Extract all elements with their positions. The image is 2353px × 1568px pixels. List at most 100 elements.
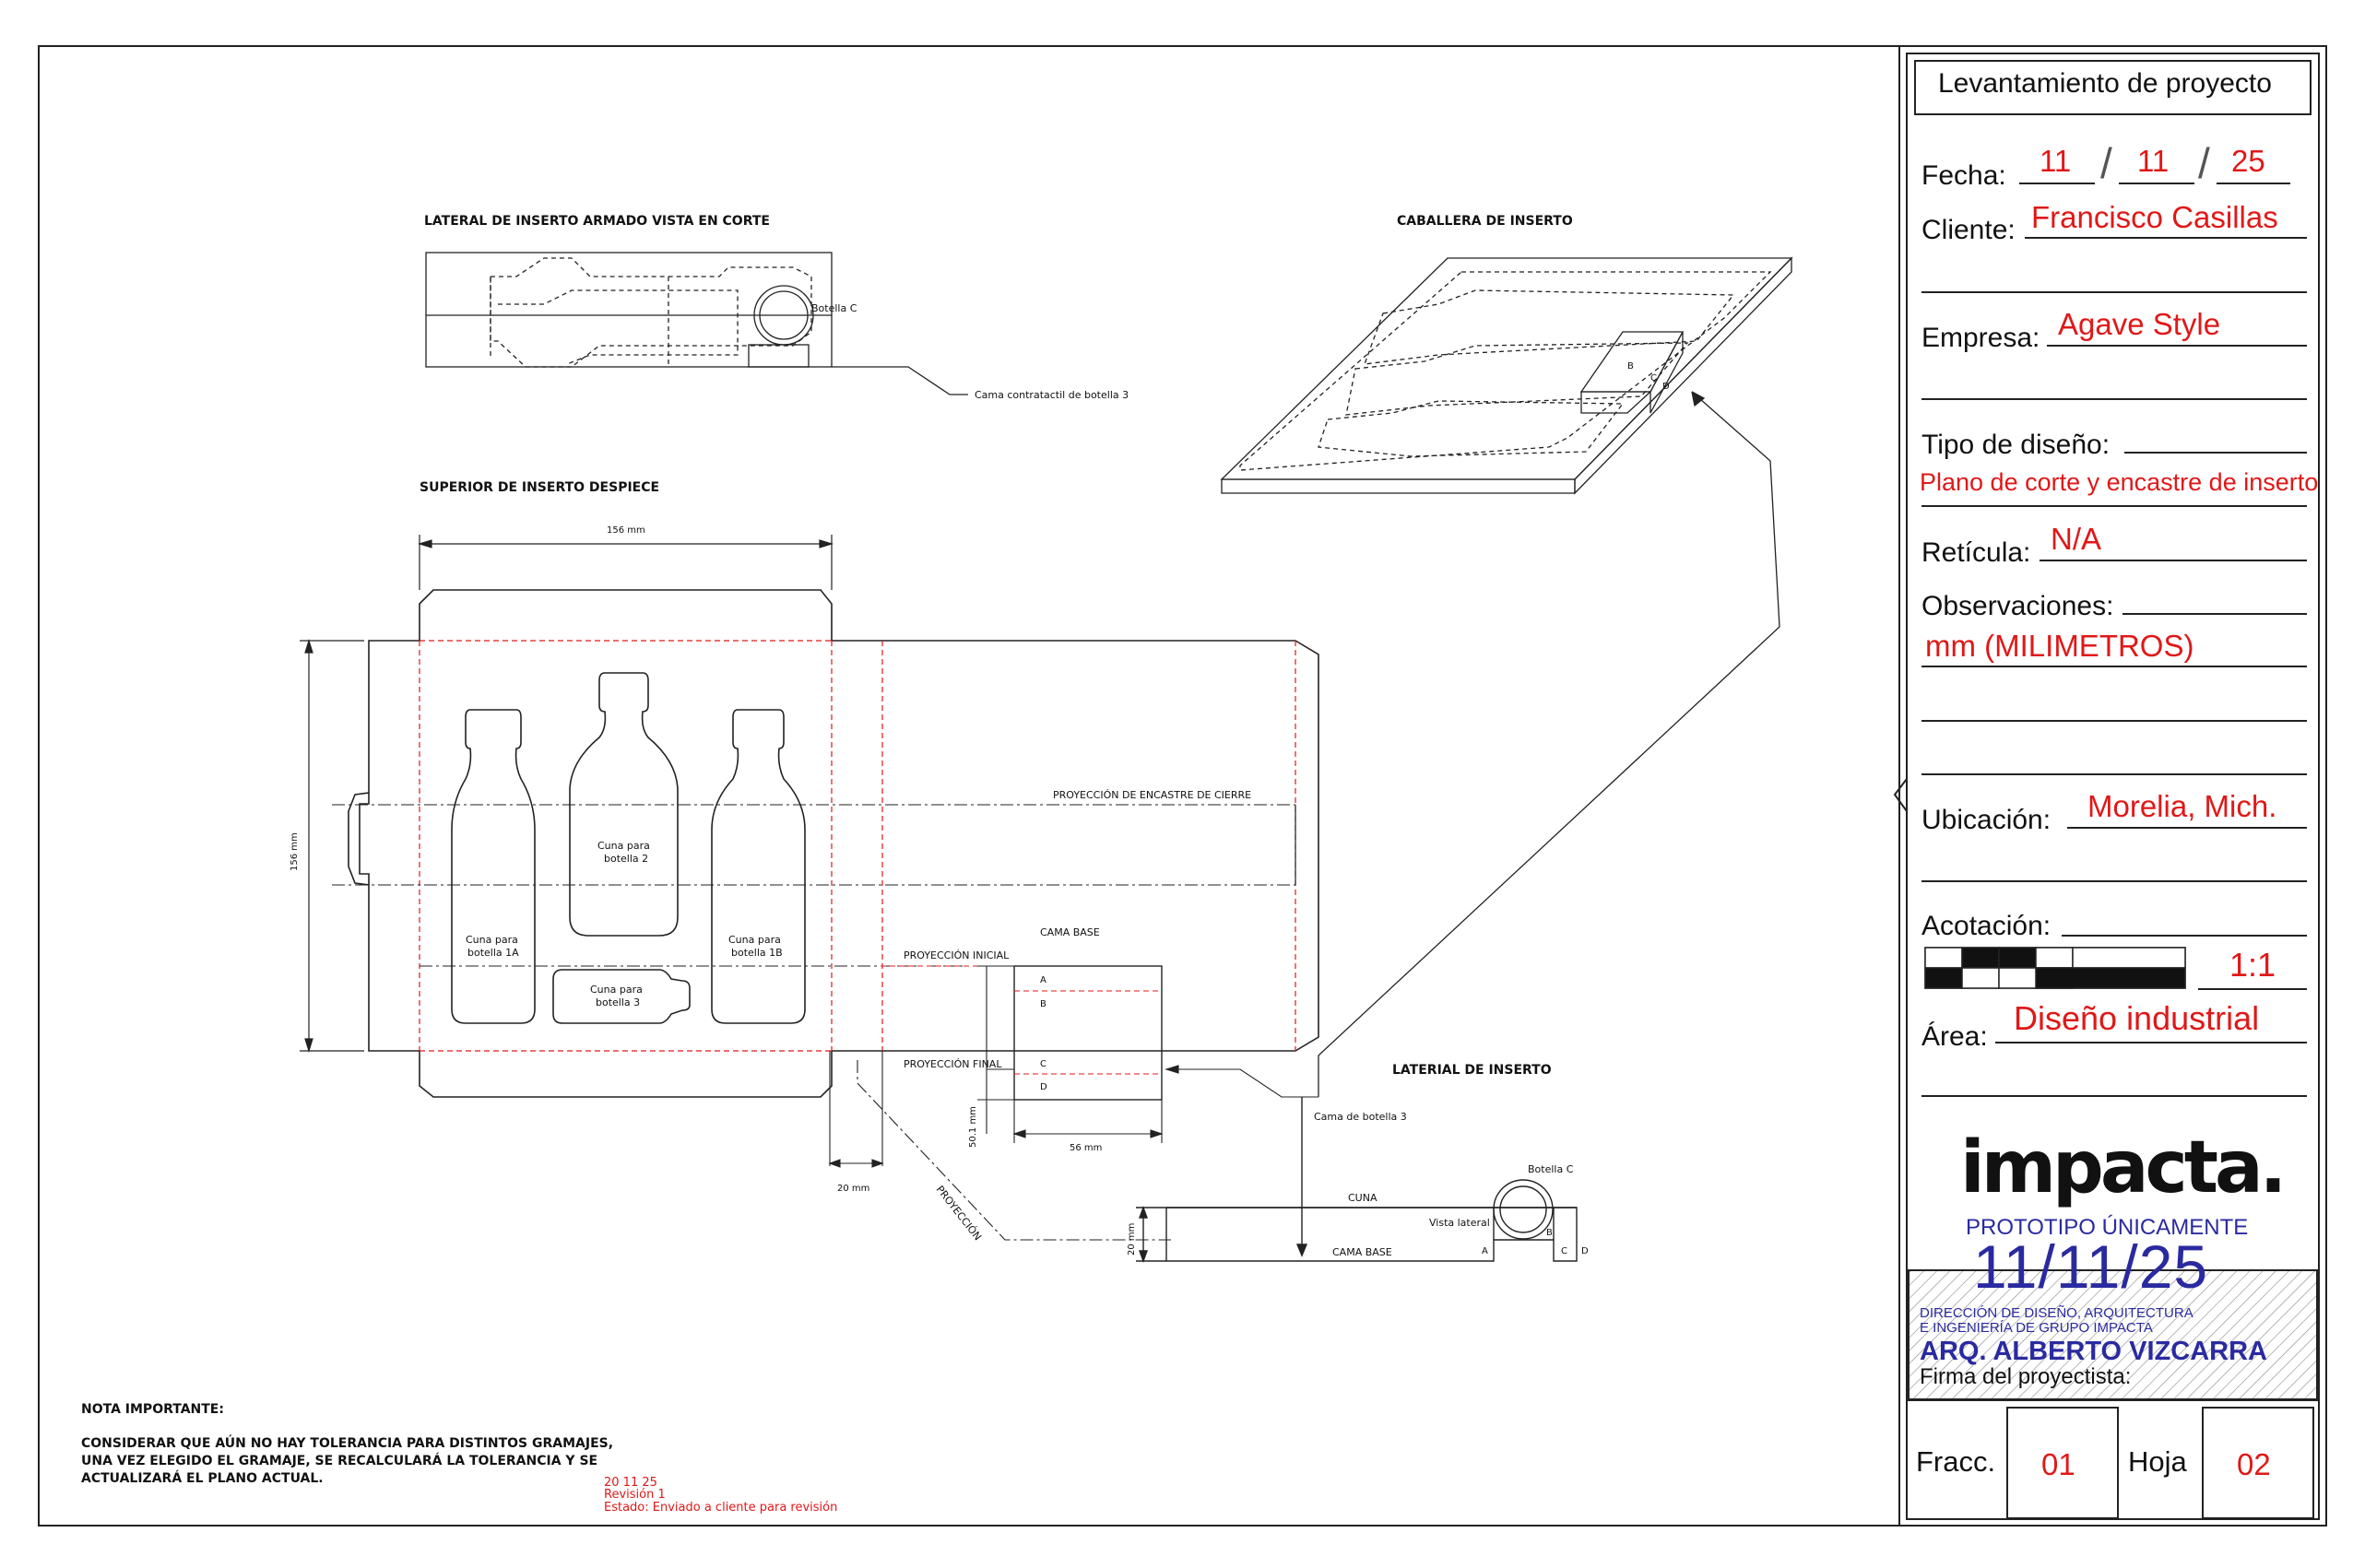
blank-line-1	[1921, 291, 2307, 293]
title-block-frame	[1893, 45, 2327, 1527]
label-vista-lateral: Vista lateral	[1429, 1217, 1490, 1229]
firma-label: Firma del proyectista:	[1920, 1364, 2132, 1389]
cliente-value: Francisco Casillas	[2031, 200, 2278, 234]
ubicacion-label: Ubicación:	[1921, 805, 2051, 835]
fracc-box	[2006, 1407, 2119, 1519]
ubicacion-value: Morelia, Mich.	[2087, 789, 2277, 823]
obs-line-3	[1921, 720, 2307, 722]
projection-diagonal	[857, 1060, 1171, 1241]
obs-line-4	[1921, 773, 2307, 775]
label-cama-base-2: CAMA BASE	[1332, 1246, 1392, 1258]
label-cuna-2-l1: Cuna para	[597, 840, 650, 852]
note-line-1: CONSIDERAR QUE AÚN NO HAY TOLERANCIA PAR…	[81, 1434, 613, 1451]
reticula-label: Retícula:	[1921, 537, 2031, 568]
dim-top-text: 156 mm	[607, 525, 645, 536]
revision-date: 20 11 25	[604, 1476, 657, 1490]
label-lat-a: A	[1482, 1246, 1488, 1256]
hoja-value: 02	[2237, 1447, 2271, 1481]
label-lat-b: B	[1546, 1228, 1553, 1238]
label-cab-d: D	[1662, 382, 1670, 392]
empresa-value: Agave Style	[2058, 307, 2221, 341]
cama-base-piece	[1013, 965, 1163, 1101]
lateral-view	[1136, 1097, 1578, 1264]
note-title: NOTA IMPORTANTE:	[81, 1402, 224, 1417]
area-value: Diseño industrial	[2014, 999, 2260, 1037]
label-cama-contratactil: Cama contratactil de botella 3	[975, 389, 1129, 401]
label-cuna-3-l1: Cuna para	[590, 984, 643, 996]
fecha-line-3	[2217, 183, 2290, 184]
cradle-bottle-2	[569, 672, 679, 937]
revision-number: Revisión 1	[604, 1488, 666, 1502]
section-title-lateral: LATERIAL DE INSERTO	[1392, 1063, 1552, 1078]
dim-lateral-height: 20 mm	[1127, 1223, 1137, 1256]
note-line-2: UNA VEZ ELEGIDO EL GRAMAJE, SE RECALCULA…	[81, 1453, 597, 1468]
blank-line-4	[1921, 1095, 2307, 1097]
label-cuna-1a-l2: botella 1A	[467, 947, 519, 959]
reticula-line	[2040, 560, 2307, 561]
cradle-bottle-1a	[451, 709, 536, 1024]
scale-bar	[1924, 947, 2186, 989]
lateral-corte-view	[425, 252, 968, 395]
fold-lines	[419, 640, 1296, 1052]
label-botella-c-1: Botella C	[811, 302, 857, 314]
stamp-name: ARQ. ALBERTO VIZCARRA	[1920, 1337, 2267, 1366]
section-title-caballera: CABALLERA DE INSERTO	[1397, 214, 1573, 229]
stamp-hatch-area	[1908, 1269, 2318, 1400]
cama-base-dims	[828, 965, 1318, 1168]
dim-base-width: 56 mm	[1070, 1143, 1102, 1153]
dimension-left	[300, 638, 364, 1054]
dimension-top	[417, 535, 834, 590]
label-cuna-2-l2: botella 2	[604, 853, 648, 865]
note-line-3: ACTUALIZARÁ EL PLANO ACTUAL.	[81, 1470, 324, 1486]
section-title-superior: SUPERIOR DE INSERTO DESPIECE	[420, 480, 659, 495]
insert-dieline	[348, 589, 1319, 1098]
acotacion-label: Acotación:	[1921, 911, 2051, 941]
title-block-heading: Levantamiento de proyecto	[1938, 68, 2272, 99]
stamp-date: 11/11/25	[1973, 1232, 2209, 1301]
tipo-line-2	[1921, 505, 2307, 507]
label-lat-c: C	[1561, 1246, 1567, 1256]
tipo-value: Plano de corte y encastre de inserto	[1920, 468, 2319, 496]
stamp-line-2: E INGENIERÍA DE GRUPO IMPACTA	[1920, 1320, 2153, 1336]
caballera-iso-view	[1220, 256, 1793, 1097]
label-botella-c-2: Botella C	[1528, 1163, 1574, 1175]
obs-line	[2122, 613, 2307, 615]
blank-line-2	[1921, 398, 2307, 400]
fecha-month: 11	[2137, 144, 2170, 178]
area-label: Área:	[1921, 1021, 1988, 1052]
reticula-value: N/A	[2051, 522, 2102, 556]
fecha-year: 25	[2231, 144, 2265, 178]
label-proyeccion-cierre: PROYECCIÓN DE ENCASTRE DE CIERRE	[1053, 789, 1251, 801]
label-cab-b: B	[1627, 361, 1634, 371]
label-proyeccion: PROYECCIÓN	[934, 1184, 984, 1243]
scale-value: 1:1	[2229, 946, 2276, 984]
label-proyeccion-final: PROYECCIÓN FINAL	[904, 1058, 1002, 1070]
label-lat-d: D	[1581, 1246, 1589, 1256]
cliente-line	[2025, 237, 2307, 239]
label-cuna-3-l2: botella 3	[596, 996, 640, 1008]
stamp-line-1: DIRECCIÓN DE DISEÑO, ARQUITECTURA	[1920, 1305, 2193, 1321]
obs-line-2	[1921, 666, 2307, 667]
tipo-label: Tipo de diseño:	[1921, 430, 2111, 460]
dim-left-text: 156 mm	[290, 832, 300, 871]
label-cuna-1b-l1: Cuna para	[728, 934, 781, 946]
obs-label: Observaciones:	[1921, 591, 2114, 621]
cliente-label: Cliente:	[1921, 215, 2016, 245]
impacta-logo: impacta.	[1960, 1126, 2287, 1209]
cradle-bottle-1b	[711, 709, 806, 1024]
hoja-label: Hoja	[2128, 1445, 2187, 1478]
area-line	[1995, 1042, 2307, 1043]
label-cuna-1b-l2: botella 1B	[731, 947, 783, 959]
acotacion-line	[2062, 935, 2307, 937]
label-cama-base-1: CAMA BASE	[1040, 926, 1100, 938]
section-title-lateral-corte: LATERAL DE INSERTO ARMADO VISTA EN CORTE	[424, 214, 770, 229]
label-base-d: D	[1040, 1082, 1047, 1092]
empresa-label: Empresa:	[1921, 323, 2040, 353]
scale-line	[2198, 988, 2307, 990]
fecha-slash-1: /	[2100, 139, 2112, 187]
fracc-label: Fracc.	[1916, 1445, 1996, 1478]
label-cama-botella3: Cama de botella 3	[1314, 1111, 1407, 1123]
fecha-line-1	[2019, 183, 2095, 184]
hoja-box	[2202, 1407, 2314, 1519]
